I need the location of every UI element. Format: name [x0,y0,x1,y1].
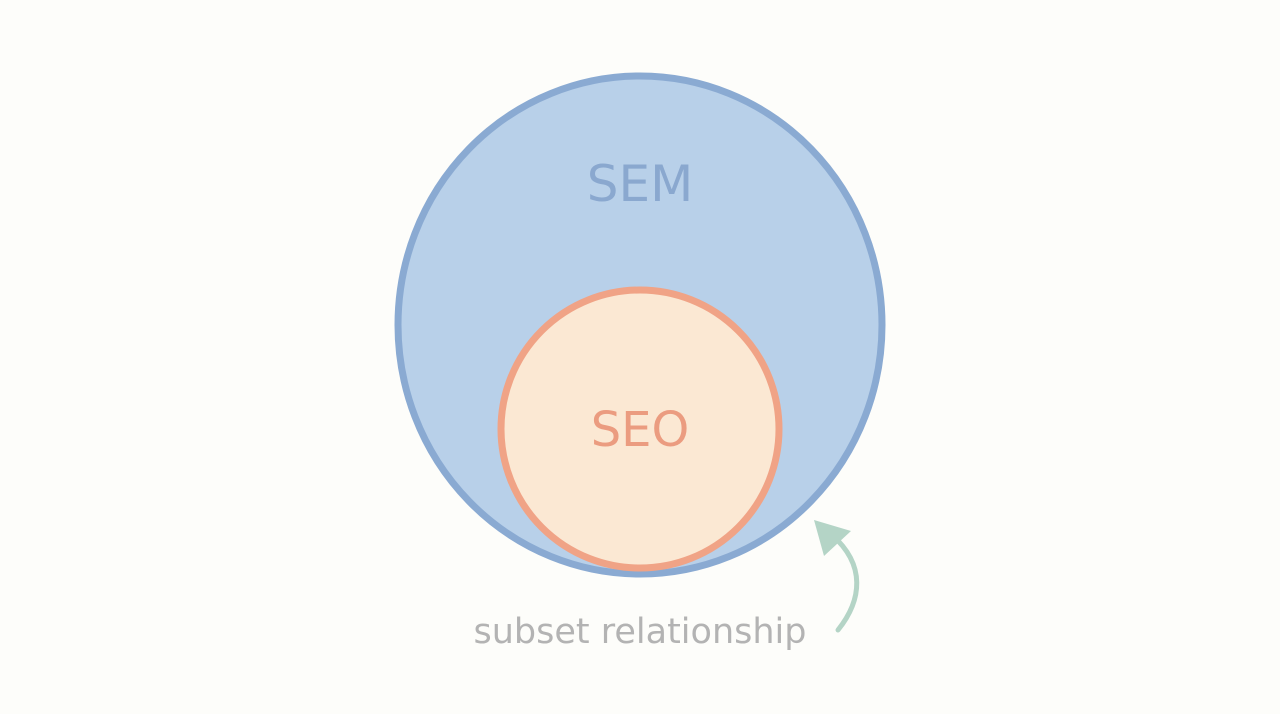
subset-relationship-annotation: subset relationship [474,612,807,652]
seo-circle [497,286,783,572]
sem-label: SEM [587,155,693,213]
curved-arrow-icon [814,520,860,633]
seo-label: SEO [591,402,690,458]
